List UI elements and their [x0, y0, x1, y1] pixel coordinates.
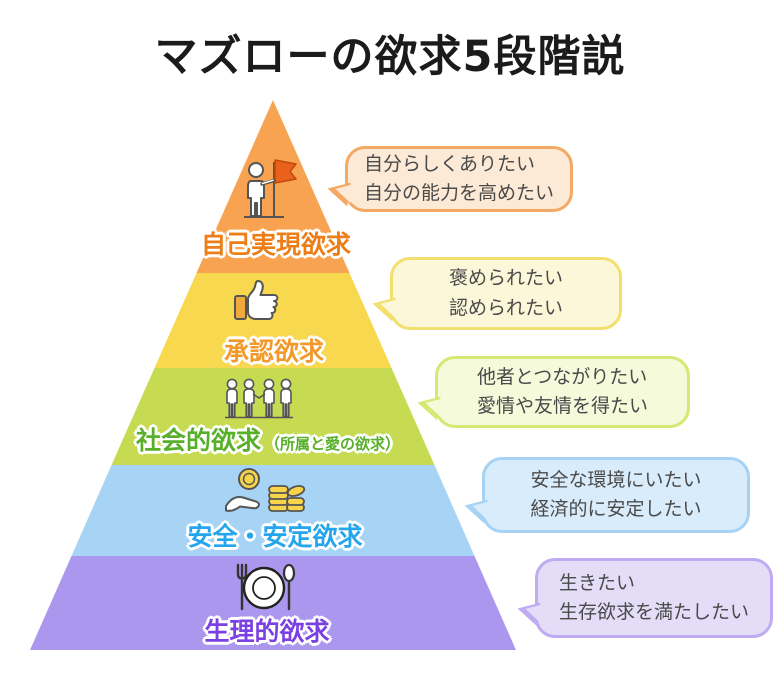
- level-3-label: 社会的欲求（所属と愛の欲求）: [135, 426, 401, 455]
- pyramid-level-2-esteem: [154, 273, 392, 368]
- level-4-label: 安全・安定欲求: [187, 522, 363, 551]
- bubble-line: 他者とつながりたい: [476, 365, 648, 388]
- speech-bubble-physiological: 生きたい生存欲求を満たしたい: [535, 558, 773, 638]
- speech-bubble-esteem: 褒められたい認められたい: [390, 257, 622, 330]
- level-3-sub-label: （所属と愛の欲求）: [265, 435, 401, 453]
- people-group-icon: [221, 376, 297, 420]
- cutlery-plate-icon: [225, 563, 299, 611]
- speech-bubble-self-actualization: 自分らしくありたい自分の能力を高めたい: [345, 146, 573, 212]
- bubble-line: 自分らしくありたい: [363, 152, 535, 175]
- page-title: マズローの欲求5段階説: [154, 32, 626, 82]
- bubble-line: 自分の能力を高めたい: [363, 182, 554, 204]
- speech-bubble-safety: 安全な環境にいたい経済的に安定したい: [482, 457, 750, 533]
- level-2-label: 承認欲求: [223, 337, 324, 366]
- level-1-label: 自己実現欲求: [200, 230, 351, 259]
- bubble-line: 褒められたい: [448, 267, 563, 290]
- person-with-flag-icon: [226, 152, 302, 228]
- bubble-line: 安全な環境にいたい: [530, 468, 702, 491]
- level-5-label: 生理的欲求: [204, 617, 330, 646]
- bubble-line: 認められたい: [448, 296, 563, 319]
- bubble-line: 愛情や友情を得たい: [476, 395, 648, 417]
- speech-bubble-social: 他者とつながりたい愛情や友情を得たい: [435, 356, 690, 428]
- bubble-line: 生きたい: [558, 571, 635, 594]
- hand-with-coins-icon: [222, 467, 308, 517]
- thumbs-up-icon: [229, 276, 289, 326]
- bubble-line: 経済的に安定したい: [530, 498, 702, 520]
- bubble-line: 生存欲求を満たしたい: [558, 601, 749, 623]
